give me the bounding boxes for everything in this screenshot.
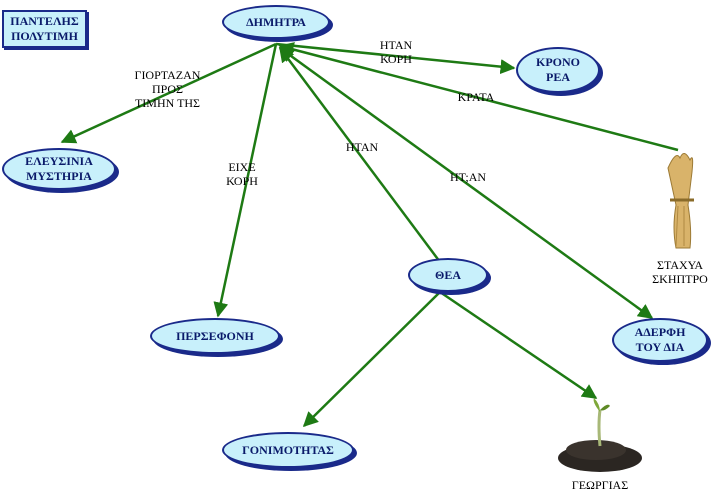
author-box: ΠΑΝΤΕΛΗΣ ΠΟΛΥΤΙΜΗ — [2, 10, 87, 48]
node-thea[interactable]: ΘΕΑ — [408, 258, 488, 292]
link-label-giortazan: ΓΙΟΡΤΑΖΑΝ ΠΡΟΣ ΤΙΜΗΝ ΤΗΣ — [134, 68, 201, 110]
link-label-eixe-kori: ΕΙΧΕ ΚΟΡΗ — [226, 160, 258, 188]
link-label-itan-kori: ΗΤΑΝ ΚΟΡΗ — [379, 38, 413, 66]
node-dimitra[interactable]: ΔΗΜΗΤΡΑ — [222, 5, 330, 39]
link-thea-dimitra — [278, 46, 442, 263]
node-eleusinia[interactable]: ΕΛΕΥΣΙΝΙΑ ΜΥΣΤΗΡΙΑ — [2, 148, 116, 190]
link-dimitra-persefoni — [213, 43, 278, 318]
node-gonimotitas[interactable]: ΓΟΝΙΜΟΤΗΤΑΣ — [222, 432, 354, 468]
node-krono-rea[interactable]: ΚΡΟΝΟ ΡΕΑ — [516, 47, 600, 93]
node-aderfi[interactable]: ΑΔΕΡΦΗ ΤΟΥ ΔΙΑ — [612, 318, 708, 362]
seedling-soil-picture — [558, 398, 642, 472]
link-dimitra-eleusinia — [60, 42, 277, 144]
picture-label-staxya: ΣΤΑΧΥΑ ΣΚΗΠΤΡΟ — [652, 258, 708, 286]
link-thea-gonimotitas — [302, 291, 441, 428]
wheat-sheaf-picture — [667, 153, 694, 249]
link-dimitra-aderfi — [278, 46, 654, 320]
picture-label-georgias: ΓΕΩΡΓΙΑΣ — [571, 478, 629, 492]
link-thea-georgias — [439, 290, 598, 400]
link-label-krata: ΚΡΑΤΑ — [457, 90, 495, 104]
link-label-itan2: ΗΤ;ΑΝ — [449, 170, 487, 184]
link-label-itan: ΗΤΑΝ — [345, 140, 379, 154]
node-persefoni[interactable]: ΠΕΡΣΕΦΟΝΗ — [150, 318, 280, 354]
